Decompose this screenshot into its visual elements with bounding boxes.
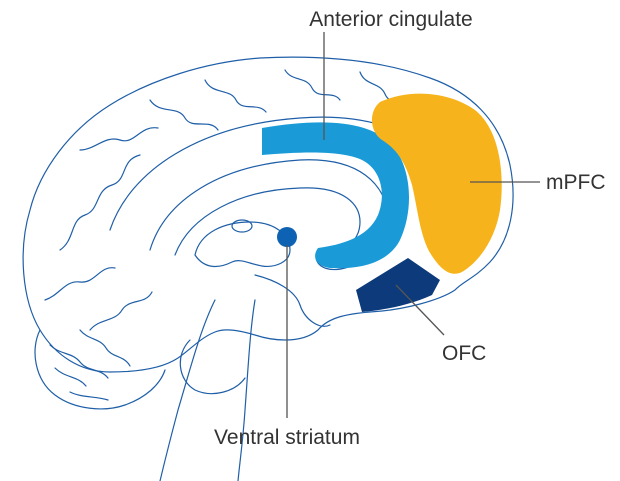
label-ofc: OFC xyxy=(442,342,486,365)
label-ventral-striatum: Ventral striatum xyxy=(214,426,360,449)
leader-lines xyxy=(287,32,540,418)
cerebellum-folia xyxy=(50,330,130,400)
thalamus-outline xyxy=(195,222,290,266)
ofc-region xyxy=(356,258,440,312)
label-anterior-cingulate: Anterior cingulate xyxy=(309,8,472,31)
label-mpfc: mPFC xyxy=(546,171,606,194)
ventral-striatum-region xyxy=(277,227,297,247)
brainstem-outline xyxy=(160,300,255,481)
hypothalamus-outline xyxy=(255,275,330,326)
